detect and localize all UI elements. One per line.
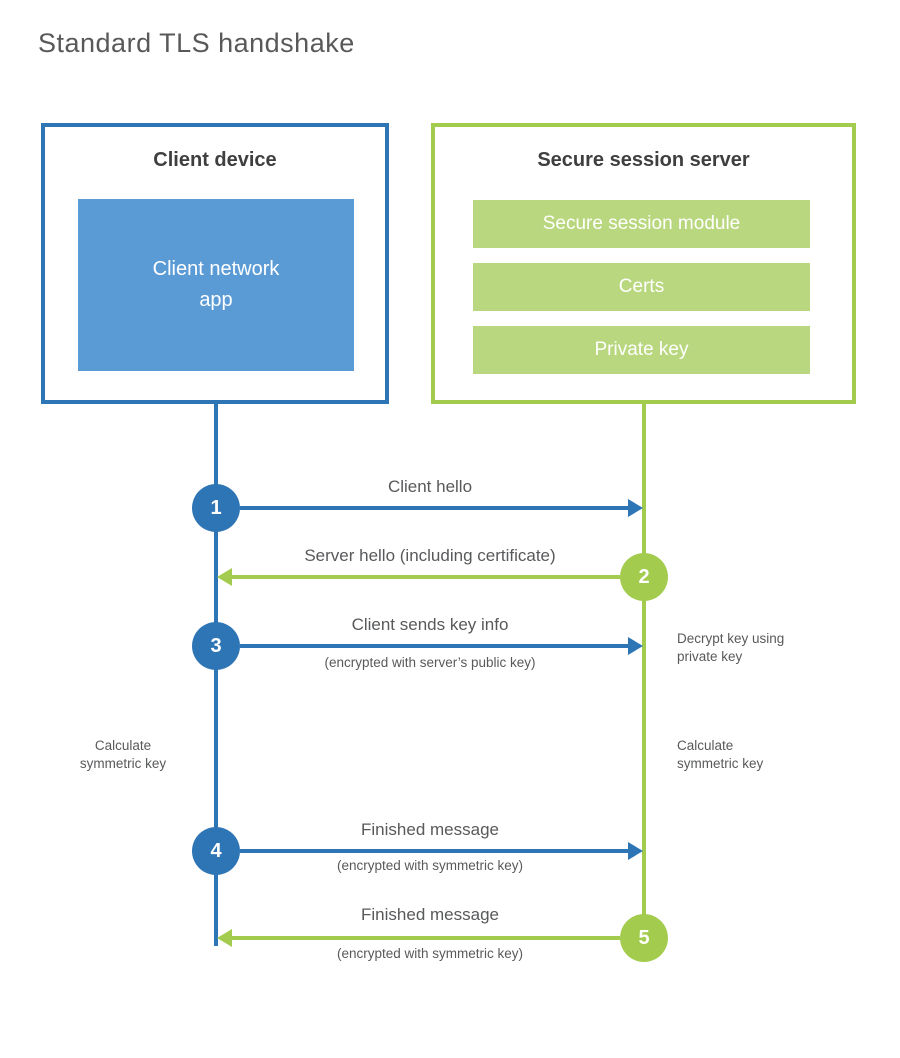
step-5-label: Finished message <box>361 905 499 924</box>
step-4-label: Finished message <box>361 820 499 839</box>
page-title: Standard TLS handshake <box>38 28 355 58</box>
client-device-box: Client device Client network app <box>41 123 389 404</box>
note-decrypt-key: Decrypt key using private key <box>677 631 785 665</box>
server-module-private-key: Private key <box>473 326 810 374</box>
server-module-secure-session: Secure session module <box>473 200 810 248</box>
step-5-sublabel: (encrypted with symmetric key) <box>336 946 524 961</box>
step-2-arrowhead-left-icon <box>217 568 232 586</box>
server-box: Secure session server Secure session mod… <box>431 123 856 404</box>
step-1-label: Client hello <box>387 477 473 496</box>
step-3-arrow-line <box>240 644 628 648</box>
step-2-arrow-line <box>232 575 620 579</box>
step-1-arrow-line <box>240 506 628 510</box>
server-lifeline <box>642 404 646 938</box>
step-3-sublabel: (encrypted with server’s public key) <box>324 655 536 670</box>
client-device-title: Client device <box>153 149 277 171</box>
note-calculate-symmetric-key-client: Calculate symmetric key <box>79 738 167 772</box>
note-calculate-symmetric-key-server: Calculate symmetric key <box>677 738 764 772</box>
step-3-circle: 3 <box>192 622 240 670</box>
step-5-circle: 5 <box>620 914 668 962</box>
step-5-arrowhead-left-icon <box>217 929 232 947</box>
client-lifeline <box>214 404 218 946</box>
step-3-label: Client sends key info <box>351 615 509 634</box>
step-4-arrow-line <box>240 849 628 853</box>
server-module-certs: Certs <box>473 263 810 311</box>
step-5-arrow-line <box>232 936 620 940</box>
step-2-label: Server hello (including certificate) <box>304 546 556 565</box>
step-4-sublabel: (encrypted with symmetric key) <box>336 858 524 873</box>
step-4-circle: 4 <box>192 827 240 875</box>
step-4-arrowhead-right-icon <box>628 842 643 860</box>
step-1-circle: 1 <box>192 484 240 532</box>
step-2-circle: 2 <box>620 553 668 601</box>
step-1-arrowhead-right-icon <box>628 499 643 517</box>
step-3-arrowhead-right-icon <box>628 637 643 655</box>
server-title: Secure session server <box>537 149 750 171</box>
client-network-app-box: Client network app <box>78 199 354 371</box>
